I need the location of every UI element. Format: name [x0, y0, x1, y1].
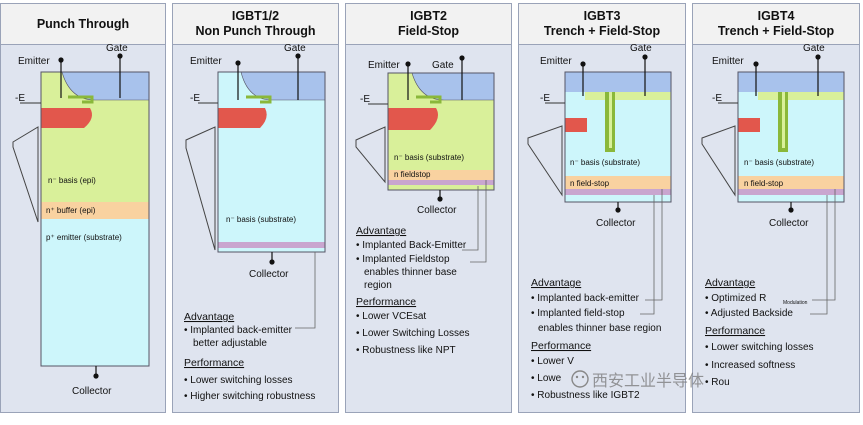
- collector-label: Collector: [596, 218, 636, 229]
- advantage-item: better adjustable: [193, 338, 267, 349]
- panel-title-line1: IGBT4: [757, 9, 795, 23]
- e-field-label: -E: [15, 93, 25, 104]
- emitter-label: Emitter: [540, 56, 572, 67]
- fieldstop-label: n field-stop: [744, 179, 784, 188]
- advantage-item: enables thinner base: [364, 267, 457, 278]
- collector-label: Collector: [249, 269, 289, 280]
- collector-label: Collector: [769, 218, 809, 229]
- panel-title-line1: IGBT1/2: [231, 9, 280, 23]
- performance-item: • Lower VCEsat: [356, 311, 426, 322]
- basis-label: n⁻ basis (substrate): [744, 158, 814, 167]
- collector-label: Collector: [417, 205, 457, 216]
- e-field-label: -E: [360, 94, 370, 105]
- npt-structure: [185, 53, 326, 329]
- fieldstop-label: n fieldstop: [394, 170, 431, 179]
- panel-title-line1: IGBT3: [583, 9, 621, 23]
- advantage-heading: Advantage: [705, 277, 755, 289]
- gate-label: Gate: [630, 43, 652, 54]
- performance-item: • Robustness like IGBT2: [531, 390, 640, 401]
- panel-title-line2: Trench + Field-Stop: [543, 24, 661, 38]
- trench-fieldstop-structure-4: [701, 54, 845, 315]
- e-field-label: -E: [190, 93, 200, 104]
- performance-item: • Higher switching robustness: [184, 391, 315, 402]
- wechat-icon: [571, 370, 589, 388]
- panel-title: Punch Through: [1, 4, 165, 45]
- performance-item: • Lower switching losses: [705, 342, 814, 353]
- performance-item: • Increased softness: [705, 360, 795, 371]
- advantage-item: region: [364, 280, 392, 291]
- collector-label: Collector: [72, 386, 112, 397]
- panel-title-line2: Field-Stop: [397, 24, 460, 38]
- emitter-label: Emitter: [190, 56, 222, 67]
- performance-heading: Performance: [356, 296, 416, 308]
- gate-label: Gate: [432, 60, 454, 71]
- advantage-heading: Advantage: [531, 277, 581, 289]
- panel-title-line2: Non Punch Through: [195, 24, 316, 38]
- gate-label: Gate: [106, 43, 128, 54]
- basis-label: n⁻ basis (substrate): [570, 158, 640, 167]
- buffer-label: n⁺ buffer (epi): [46, 206, 96, 215]
- performance-item: • Lower V: [531, 356, 574, 367]
- advantage-item: enables thinner base region: [538, 323, 661, 334]
- modulation-subscript: Modulation: [783, 300, 808, 306]
- performance-item: • Robustness like NPT: [356, 345, 456, 356]
- e-field-label: -E: [712, 93, 722, 104]
- e-field-label: -E: [540, 93, 550, 104]
- emitter-label: Emitter: [368, 60, 400, 71]
- panel-title-line1: IGBT2: [410, 9, 447, 23]
- advantage-item: • Optimized R: [705, 293, 766, 304]
- basis-label: n⁻ basis (substrate): [394, 153, 464, 162]
- basis-label: n⁻ basis (epi): [48, 176, 96, 185]
- performance-item: • Lower switching losses: [184, 375, 293, 386]
- performance-item: • Lower Switching Losses: [356, 328, 470, 339]
- gate-label: Gate: [284, 43, 306, 54]
- basis-label: n⁻ basis (substrate): [226, 215, 296, 224]
- performance-item: • Rou: [705, 377, 730, 388]
- advantage-heading: Advantage: [184, 311, 234, 323]
- performance-heading: Performance: [184, 357, 244, 369]
- watermark-text: 西安工业半导体: [592, 371, 704, 390]
- panel-title-line2: Trench + Field-Stop: [717, 24, 835, 38]
- watermark: 西安工业半导体: [571, 370, 704, 390]
- punch-through-structure: [12, 53, 150, 379]
- advantage-item: • Implanted Back-Emitter: [356, 240, 467, 251]
- performance-item: • Lowe: [531, 373, 562, 384]
- emitter-label: Emitter: [18, 56, 50, 67]
- panel-title-line1: Punch Through: [36, 16, 130, 31]
- trench-fieldstop-structure-3: [527, 54, 672, 315]
- advantage-item: • Implanted back-emitter: [184, 325, 293, 336]
- advantage-item: • Adjusted Backside: [705, 308, 793, 319]
- fieldstop-label: n field-stop: [570, 179, 610, 188]
- field-stop-structure: [355, 55, 495, 263]
- performance-heading: Performance: [531, 340, 591, 352]
- gate-label: Gate: [803, 43, 825, 54]
- advantage-heading: Advantage: [356, 225, 406, 237]
- performance-heading: Performance: [705, 325, 765, 337]
- advantage-item: • Implanted field-stop: [531, 308, 625, 319]
- advantage-item: • Implanted back-emitter: [531, 293, 640, 304]
- advantage-item: • Implanted Fieldstop: [356, 254, 450, 265]
- emitter-label: Emitter: [712, 56, 744, 67]
- p-emitter-label: p⁺ emitter (substrate): [46, 233, 122, 242]
